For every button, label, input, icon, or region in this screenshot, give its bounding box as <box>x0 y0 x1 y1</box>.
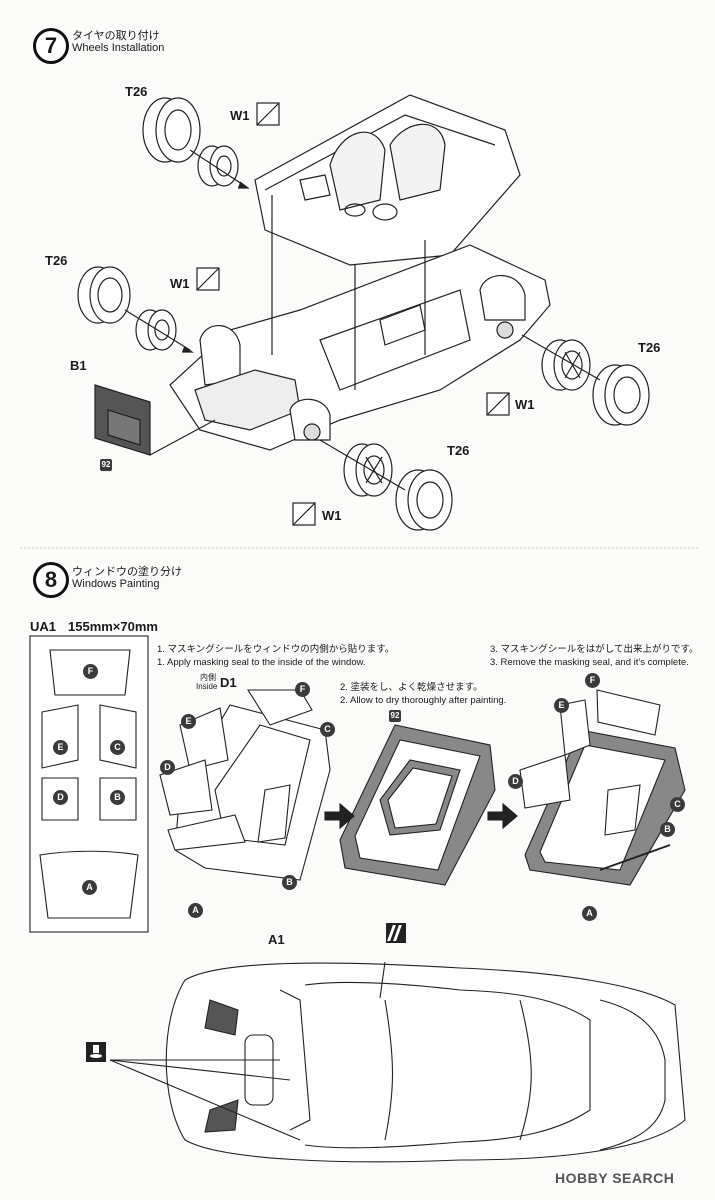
window-diagram-step3 <box>519 689 686 886</box>
sheet-piece-e: E <box>53 740 68 755</box>
step-8-number: 8 <box>33 562 69 598</box>
step-7-title-jp: タイヤの取り付け <box>72 30 160 42</box>
tire-t26-left <box>77 266 131 324</box>
marker-step3-a: A <box>582 906 597 921</box>
marker-step3-c: C <box>670 797 685 812</box>
marker-step1-d: D <box>160 760 175 775</box>
wheel-w1-left <box>135 309 177 351</box>
sheet-piece-d: D <box>53 790 68 805</box>
watermark: HOBBY SEARCH <box>555 1170 675 1186</box>
marker-step1-f: F <box>295 682 310 697</box>
note-3-en: 3. Remove the masking seal, and it's com… <box>490 657 689 668</box>
label-w1-bottom: W1 <box>322 508 342 523</box>
note-2-jp: 2. 塗装をし、よく乾燥させます。 <box>340 682 483 693</box>
arrow-step1-to-step2 <box>324 802 355 830</box>
wheel-w1-right <box>541 339 591 391</box>
tire-t26-upper <box>142 97 201 163</box>
label-t26-bottom: T26 <box>447 443 470 458</box>
drill-hole-icon <box>86 1042 106 1062</box>
car-body-a1-topview <box>165 962 686 1163</box>
interior-tub <box>254 94 521 266</box>
inside-label-en: Inside <box>196 682 218 691</box>
marker-step3-b: B <box>660 822 675 837</box>
label-b1: B1 <box>70 358 87 373</box>
paint-color-92-step7: 92 <box>100 459 112 471</box>
no-paint-icon-2 <box>196 267 220 291</box>
arrow-step2-to-step3 <box>487 802 518 830</box>
wheel-w1-upper <box>197 145 239 187</box>
step-7-number: 7 <box>33 28 69 64</box>
tire-t26-right <box>592 364 650 426</box>
marker-step1-b: B <box>282 875 297 890</box>
label-w1-right: W1 <box>515 397 535 412</box>
no-paint-icon-4 <box>292 502 316 526</box>
marker-step1-e: E <box>181 714 196 729</box>
no-paint-icon-1 <box>256 102 280 126</box>
sheet-piece-a: A <box>82 880 97 895</box>
step-7-title-en: Wheels Installation <box>72 42 165 54</box>
step-8-title-jp: ウィンドウの塗り分け <box>72 566 182 578</box>
tire-t26-bottom <box>395 469 453 531</box>
note-1-jp: 1. マスキングシールをウィンドウの内側から貼ります。 <box>157 644 395 655</box>
label-d1: D1 <box>220 675 237 690</box>
label-w1-left: W1 <box>170 276 190 291</box>
window-diagram-step2 <box>339 724 496 886</box>
paint-color-92-step8: 92 <box>389 710 401 722</box>
note-1-en: 1. Apply masking seal to the inside of t… <box>157 657 366 668</box>
label-t26-right: T26 <box>638 340 661 355</box>
inside-label-jp: 内側 <box>200 673 216 682</box>
marker-step1-c: C <box>320 722 335 737</box>
label-w1-upper: W1 <box>230 108 250 123</box>
window-diagram-step1 <box>159 689 331 881</box>
marker-step1-a: A <box>188 903 203 918</box>
note-2-en: 2. Allow to dry thoroughly after paintin… <box>340 695 507 706</box>
no-paint-icon-3 <box>486 392 510 416</box>
sheet-piece-b: B <box>110 790 125 805</box>
sheet-piece-f: F <box>83 664 98 679</box>
sheet-piece-c: C <box>110 740 125 755</box>
part-b1-panel <box>94 384 151 456</box>
label-a1: A1 <box>268 932 285 947</box>
step-8-title-en: Windows Painting <box>72 578 160 590</box>
note-3-jp: 3. マスキングシールをはがして出来上がりです。 <box>490 644 699 655</box>
sheet-size: 155mm×70mm <box>68 619 158 634</box>
label-t26-left: T26 <box>45 253 68 268</box>
label-t26-upper: T26 <box>125 84 148 99</box>
marker-step3-e: E <box>554 698 569 713</box>
sheet-label-ua1: UA1 <box>30 619 57 634</box>
chassis <box>169 244 551 451</box>
marker-step3-d: D <box>508 774 523 789</box>
paint-stripes-icon <box>386 923 406 943</box>
marker-step3-f: F <box>585 673 600 688</box>
wheel-w1-bottom <box>343 443 393 497</box>
